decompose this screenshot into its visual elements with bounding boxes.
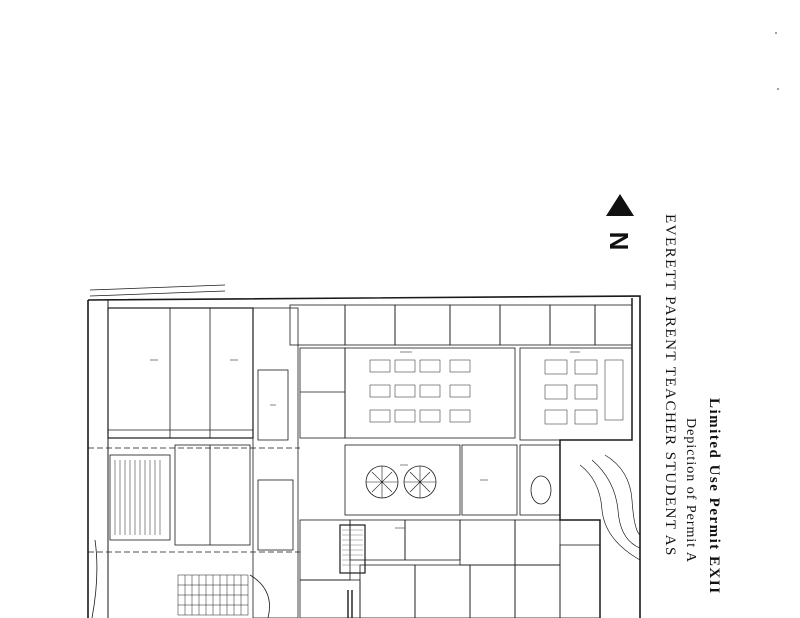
open-office-2 [519,347,633,441]
title-main: Limited Use Permit EXII [706,398,722,595]
title-organization: EVERETT PARENT TEACHER STUDENT AS [662,214,678,557]
seating-grid [177,574,249,616]
stair-core [339,524,366,574]
tree-left [365,465,399,499]
tree-right [403,465,437,499]
title-subtitle: Depiction of Permit A [683,418,698,564]
corridor [252,307,299,618]
north-label: N [604,231,634,251]
atrium [344,444,461,516]
site-contours [579,454,641,561]
office-row [289,304,633,346]
building-outline [87,295,641,618]
room-tags [150,351,580,529]
open-office-1 [344,347,516,439]
large-hall [107,307,254,439]
conference-table [530,475,552,505]
north-wall [559,298,633,618]
stair-block [109,454,171,541]
north-arrow-icon [606,194,634,216]
